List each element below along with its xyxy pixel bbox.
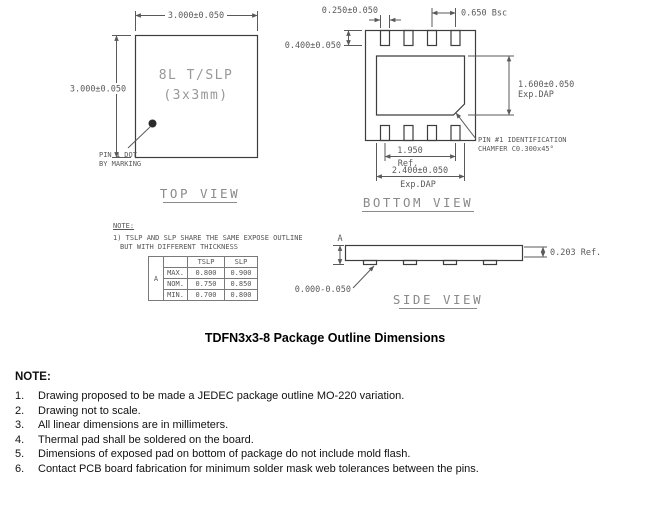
thickness-note-line2: BUT WITH DIFFERENT THICKNESS	[120, 243, 239, 251]
row-label: MAX.	[163, 267, 188, 279]
bottom-view-bottom-pins	[379, 124, 461, 142]
row-label: MIN.	[163, 289, 188, 301]
lead-thickness-dim-label: 0.203 Ref.	[550, 248, 601, 258]
slp-value: 0.800	[224, 289, 258, 301]
dap-height-dim-label: 1.600±0.050	[518, 80, 574, 90]
bottom-view-package-outline	[364, 29, 477, 142]
note-item: 3. All linear dimensions are in millimet…	[15, 418, 635, 433]
chamfer-note-line2: CHAMFER C0.300x45°	[478, 145, 554, 153]
thickness-table: A TSLP SLP MAX. 0.800 0.900 NOM. 0.750 0…	[148, 256, 258, 301]
overall-height-dim-label: A	[337, 234, 342, 244]
chamfer-note-line1: PIN #1 IDENTIFICATION	[478, 136, 567, 144]
package-drawing-canvas: 3.000±0.050 3.000±0.050 8L T/SLP (3x3mm)…	[67, 6, 602, 309]
slp-value: 0.900	[224, 267, 258, 279]
note-number: 2.	[15, 404, 25, 417]
pin-span-dim-label: 1.950	[397, 146, 423, 156]
note-number: 3.	[15, 419, 25, 431]
package-size-label: (3x3mm)	[163, 88, 228, 103]
pin-width-dimension: 0.250±0.050	[322, 6, 401, 28]
overall-height-dimension: A	[333, 234, 344, 265]
thickness-table-row-max: MAX. 0.800 0.900	[149, 267, 258, 279]
pin1-dot	[148, 119, 157, 128]
drawing-title: TDFN3x3-8 Package Outline Dimensions	[204, 331, 446, 345]
note-text: Thermal pad shall be soldered on the boa…	[38, 433, 254, 446]
slp-value: 0.850	[224, 278, 258, 290]
bottom-view-drawing: 0.250±0.050 0.650 Bsc 0.400±0.050 1.600±…	[285, 6, 574, 212]
note-number: 6.	[15, 462, 25, 475]
pin-width-dim-label: 0.250±0.050	[322, 6, 378, 16]
side-view-drawing: A 0.000-0.050 0.203 Ref. SIDE VIEW	[295, 234, 601, 309]
thickness-table-corner-cell	[163, 256, 188, 268]
thickness-table-dimension-label: A	[148, 256, 164, 301]
note-item: 6. Contact PCB board fabrication for min…	[15, 462, 635, 477]
pin-length-dimension: 0.400±0.050	[285, 30, 362, 51]
thickness-note-line1: 1) TSLP AND SLP SHARE THE SAME EXPOSE OU…	[113, 234, 303, 242]
dap-width-dim-sublabel: Exp.DAP	[400, 180, 436, 190]
top-view-drawing: 3.000±0.050 3.000±0.050 8L T/SLP (3x3mm)…	[67, 9, 259, 203]
pin-length-dim-label: 0.400±0.050	[285, 41, 341, 51]
side-view-title: SIDE VIEW	[393, 292, 483, 307]
pin-span-dim-sublabel: Ref.	[398, 159, 418, 169]
footer-notes-heading: NOTE:	[15, 371, 51, 383]
note-number: 5.	[15, 448, 25, 460]
package-type-label: 8L T/SLP	[159, 68, 234, 83]
thickness-note-heading: NOTE:	[113, 222, 135, 230]
pin-pitch-dim-label: 0.650 Bsc	[461, 9, 507, 19]
pin1-chamfer-callout: PIN #1 IDENTIFICATION CHAMFER C0.300x45°	[455, 112, 567, 153]
thickness-table-row-nom: NOM. 0.750 0.850	[149, 278, 258, 290]
top-view-title: TOP VIEW	[160, 186, 240, 201]
note-text: Dimensions of exposed pad on bottom of p…	[38, 448, 411, 460]
pin1-leader-line	[127, 126, 151, 149]
dap-width-dimension: 2.400±0.050 Exp.DAP	[376, 143, 465, 190]
side-view-leads	[362, 259, 498, 266]
top-view-width-dim-label: 3.000±0.050	[168, 11, 224, 21]
top-view-height-dimension: 3.000±0.050	[67, 35, 131, 158]
thickness-table-row-min: MIN. 0.700 0.800	[149, 289, 258, 301]
note-item: 2. Drawing not to scale.	[15, 404, 635, 419]
thickness-table-col-tslp: TSLP	[187, 256, 225, 268]
note-text: Drawing proposed to be made a JEDEC pack…	[38, 390, 405, 402]
pin1-note-line1: PIN 1 DOT	[99, 151, 138, 159]
tslp-value: 0.700	[187, 289, 225, 301]
top-view-height-dim-label: 3.000±0.050	[70, 85, 126, 95]
tslp-value: 0.800	[187, 267, 225, 279]
dap-height-dim-sublabel: Exp.DAP	[518, 90, 554, 100]
thickness-table-col-slp: SLP	[224, 256, 258, 268]
note-item: 1. Drawing proposed to be made a JEDEC p…	[15, 389, 635, 404]
note-item: 5. Dimensions of exposed pad on bottom o…	[15, 447, 635, 462]
thickness-note: NOTE: 1) TSLP AND SLP SHARE THE SAME EXP…	[113, 222, 303, 252]
standoff-dimension: 0.000-0.050	[295, 265, 375, 295]
standoff-dim-label: 0.000-0.050	[295, 285, 351, 295]
note-number: 1.	[15, 390, 25, 402]
bottom-view-top-pins	[379, 29, 461, 47]
exposed-pad-outline	[375, 55, 466, 116]
pin-pitch-dimension: 0.650 Bsc	[431, 8, 507, 27]
dap-width-dim-label: 2.400±0.050	[392, 166, 448, 176]
lead-thickness-dimension: 0.203 Ref.	[524, 246, 601, 258]
note-text: All linear dimensions are in millimeters…	[38, 419, 229, 431]
note-number: 4.	[15, 433, 25, 446]
footer-notes-list: 1. Drawing proposed to be made a JEDEC p…	[15, 389, 635, 476]
side-view-body-outline	[344, 244, 524, 262]
tslp-value: 0.750	[187, 278, 225, 290]
row-label: NOM.	[163, 278, 188, 290]
pin-span-dimension: 1.950 Ref.	[384, 143, 456, 169]
note-text: Drawing not to scale.	[38, 404, 141, 417]
pin1-note-line2: BY MARKING	[99, 160, 141, 168]
dap-height-dimension: 1.600±0.050 Exp.DAP	[468, 55, 574, 116]
note-item: 4. Thermal pad shall be soldered on the …	[15, 433, 635, 448]
note-text: Contact PCB board fabrication for minimu…	[38, 462, 479, 475]
top-view-package-outline	[134, 34, 259, 159]
bottom-view-title: BOTTOM VIEW	[363, 195, 473, 210]
top-view-width-dimension: 3.000±0.050	[135, 9, 258, 31]
footer-notes: NOTE: 1. Drawing proposed to be made a J…	[15, 371, 635, 476]
